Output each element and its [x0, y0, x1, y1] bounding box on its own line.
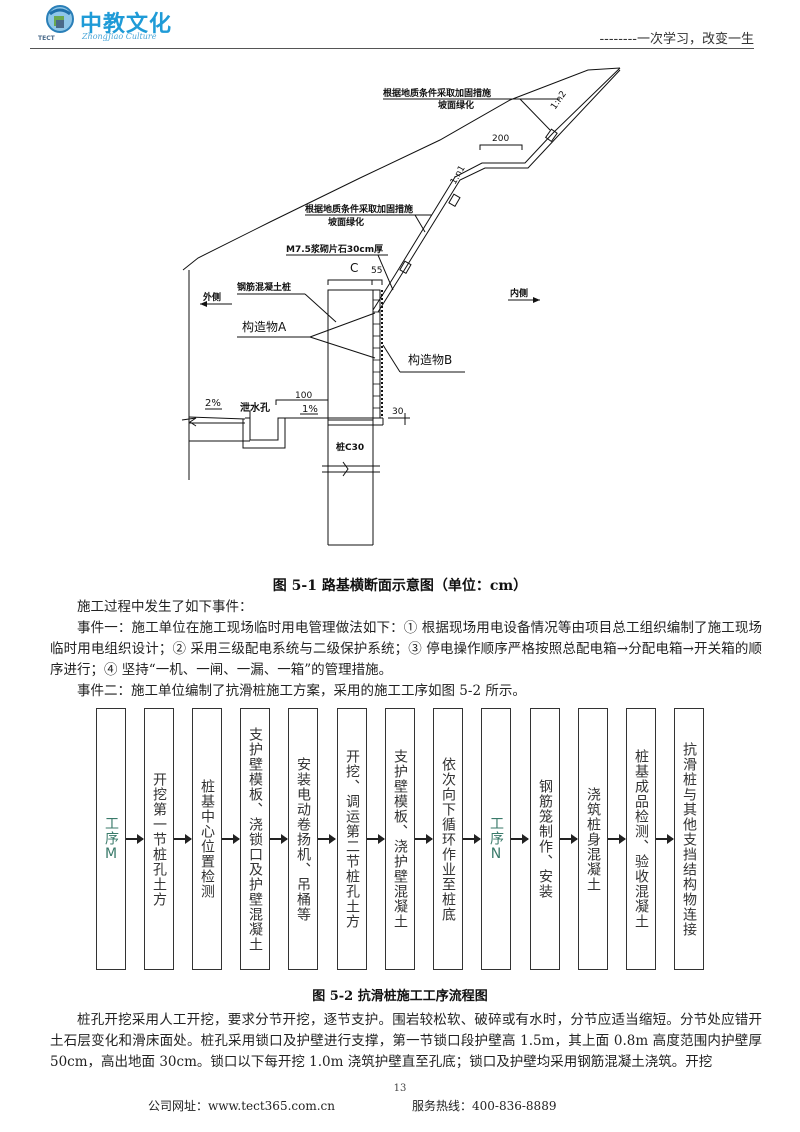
flow-step: 安装电动卷扬机、吊桶等 [288, 708, 318, 970]
logo: TECT 中教文化 ZhongJiao Culture [36, 4, 186, 44]
logo-text: 中教文化 [80, 12, 173, 37]
flow-arrow [126, 834, 144, 844]
page-header: TECT 中教文化 ZhongJiao Culture --------一次学习… [0, 0, 800, 50]
label-green-top: 坡面绿化 [438, 99, 474, 111]
figure-caption-5-1: 图 5-1 路基横断面示意图（单位：cm） [272, 578, 528, 594]
label-inner: 内侧 [510, 287, 528, 299]
label-slope-2: 2% [205, 398, 221, 409]
label-dim-c: C [350, 261, 358, 275]
label-dim-55: 55 [371, 266, 382, 276]
flow-step: 工序M [96, 708, 126, 970]
flow-step: 桩基成品检测、验收混凝土 [626, 708, 656, 970]
website-link[interactable]: 公司网址：www.tect365.com.cn [148, 1099, 335, 1113]
service-hotline: 服务热线：400-836-8889 [412, 1099, 557, 1113]
page-number: 13 [393, 1083, 407, 1094]
flow-arrow [318, 834, 336, 844]
label-struct-a: 构造物A [242, 319, 287, 334]
roadbed-cross-section-diagram: 根据地质条件采取加固措施 坡面绿化 1:n2 200 1:n1 根据地质条件采取… [0, 50, 800, 575]
label-reinforce-top: 根据地质条件采取加固措施 [383, 87, 491, 99]
flow-step: 桩基中心位置检测 [192, 708, 222, 970]
label-outer: 外侧 [202, 291, 221, 303]
ground-line [182, 67, 621, 271]
flow-step: 开挖第一节桩孔土方 [144, 708, 174, 970]
flow-step: 支护壁模板、浇锁口及护壁混凝土 [240, 708, 270, 970]
slogan: --------一次学习，改变一生 [599, 32, 754, 47]
flow-arrow [222, 834, 240, 844]
flow-arrow [560, 834, 578, 844]
header-divider [30, 48, 754, 49]
flow-step: 依次向下循环作业至桩底 [433, 708, 463, 970]
flow-arrow [270, 834, 288, 844]
flow-step: 开挖、调运第二节桩孔土方 [337, 708, 367, 970]
label-dim-30: 30 [392, 407, 404, 417]
flow-step: 支护壁模板、浇护壁混凝土 [385, 708, 415, 970]
flow-arrow [511, 834, 529, 844]
label-pile-grade: 桩C30 [336, 441, 364, 453]
construction-flowchart: 工序M 开挖第一节桩孔土方 桩基中心位置检测 支护壁模板、浇锁口及护壁混凝土 安… [96, 708, 736, 970]
label-struct-b: 构造物B [408, 352, 452, 367]
label-dim-200: 200 [492, 134, 509, 144]
flow-arrow [174, 834, 192, 844]
flow-arrow [463, 834, 481, 844]
flow-arrow [656, 834, 674, 844]
event1-paragraph: 事件一：施工单位在施工现场临时用电管理做法如下：① 根据现场用电设备情况等由项目… [50, 620, 762, 678]
label-masonry: M7.5浆砌片石30cm厚 [286, 243, 383, 255]
pile-excavation-paragraph: 桩孔开挖采用人工开挖，要求分节开挖，逐节支护。围岩较松软、破碎或有水时，分节应适… [50, 1012, 762, 1070]
label-green-mid: 坡面绿化 [328, 216, 364, 228]
flow-step: 钢筋笼制作、安装 [530, 708, 560, 970]
label-dim-100: 100 [295, 391, 312, 401]
figure-caption-5-2: 图 5-2 抗滑桩施工工序流程图 [312, 989, 488, 1004]
flow-step: 浇筑桩身混凝土 [578, 708, 608, 970]
logo-tag: TECT [38, 35, 55, 42]
flow-arrow [608, 834, 626, 844]
event2-paragraph: 事件二：施工单位编制了抗滑桩施工方案，采用的施工工序如图 5-2 所示。 [77, 683, 526, 699]
intro-paragraph: 施工过程中发生了如下事件： [77, 599, 253, 615]
label-pile: 钢筋混凝土桩 [237, 281, 291, 293]
globe-logo-icon [46, 5, 74, 33]
label-slope-1: 1% [302, 404, 318, 415]
label-reinforce-mid: 根据地质条件采取加固措施 [305, 203, 413, 215]
flow-step: 工序N [481, 708, 511, 970]
label-drain-hole: 泄水孔 [240, 401, 270, 414]
flow-arrow [367, 834, 385, 844]
label-slope-n2: 1:n2 [549, 89, 569, 111]
label-slope-n1: 1:n1 [449, 164, 468, 186]
flow-arrow [415, 834, 433, 844]
flow-step: 抗滑桩与其他支挡结构物连接 [674, 708, 704, 970]
logo-subtext: ZhongJiao Culture [82, 32, 157, 41]
